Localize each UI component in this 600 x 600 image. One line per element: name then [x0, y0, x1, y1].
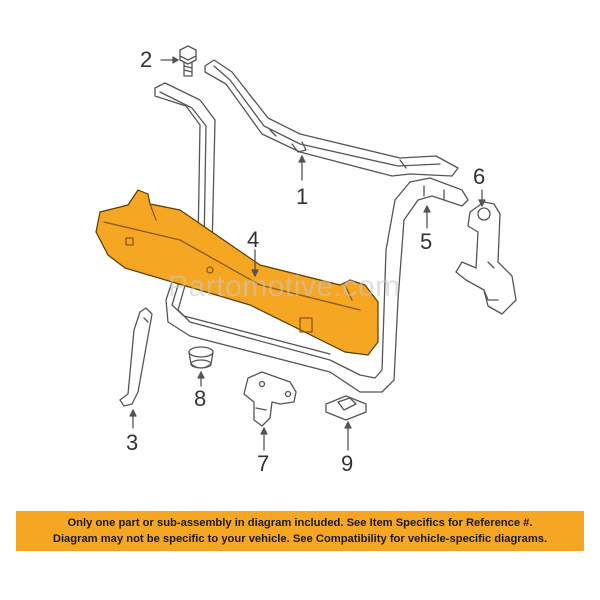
callout-6: 6 — [473, 164, 486, 189]
leader-lines — [129, 56, 486, 451]
callout-4: 4 — [247, 227, 260, 252]
watermark: Partomotive.com — [168, 270, 401, 303]
side-bracket — [455, 201, 517, 315]
callout-8: 8 — [194, 386, 207, 411]
prop-rod — [119, 307, 153, 407]
disclaimer-banner: Only one part or sub-assembly in diagram… — [16, 511, 584, 551]
callout-3: 3 — [126, 430, 139, 455]
latch-bracket — [243, 371, 297, 427]
bolt — [179, 45, 197, 77]
parts-diagram — [95, 45, 517, 451]
bumper-reinforcement-highlighted — [95, 189, 379, 356]
disclaimer-line-1: Only one part or sub-assembly in diagram… — [67, 517, 533, 529]
disclaimer-line-2: Diagram may not be specific to your vehi… — [52, 533, 548, 545]
callout-7: 7 — [257, 451, 270, 476]
upper-tie-bar — [204, 59, 459, 177]
callout-1: 1 — [296, 184, 309, 209]
grommet — [188, 346, 214, 369]
callout-9: 9 — [341, 451, 354, 476]
mount-pad — [325, 395, 367, 421]
callout-2: 2 — [140, 47, 153, 72]
callout-5: 5 — [420, 229, 433, 254]
